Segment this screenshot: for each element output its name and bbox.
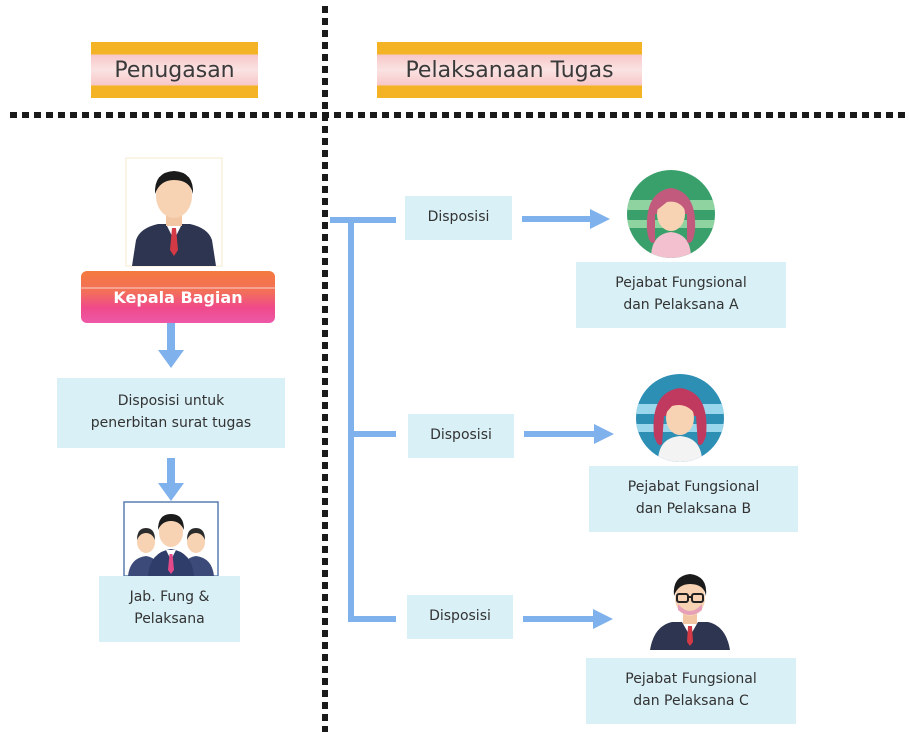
disposisi-surat-line2: penerbitan surat tugas [90,415,252,431]
male-manager-icon [125,157,223,267]
arrow-b-head [594,424,614,444]
jab-fung-line2: Pelaksana [134,611,205,627]
pejabat-a-line1: Pejabat Fungsional [615,275,747,292]
pejabat-a-box: Pejabat Fungsional dan Pelaksana A [576,262,786,328]
horizontal-divider [10,112,905,118]
connector-bottom-branch [348,616,396,622]
arrow-b-shaft [524,431,596,437]
disposisi-surat-line1: Disposisi untuk [117,393,225,410]
pejabat-c-line1: Pejabat Fungsional [625,671,757,688]
vertical-divider [322,6,328,732]
connector-top-branch [330,217,396,223]
female-officer-a-icon [627,170,715,258]
jab-fung-line1: Jab. Fung & [129,589,210,606]
disposisi-surat-tugas-box: Disposisi untuk penerbitan surat tugas [57,378,285,448]
header-penugasan: Penugasan [91,42,258,98]
arrow-c-shaft [523,616,595,622]
jab-fung-pelaksana-box: Jab. Fung & Pelaksana [99,576,240,642]
pejabat-b-line1: Pejabat Fungsional [627,479,760,496]
pejabat-b-line2: dan Pelaksana B [635,501,752,517]
pejabat-b-box: Pejabat Fungsional dan Pelaksana B [589,466,798,532]
disposisi-a-box: Disposisi [405,196,512,240]
female-officer-b-icon [636,374,724,462]
arrow-c-head [593,609,613,629]
disposisi-b-box: Disposisi [408,414,514,458]
down-arrow-2-shaft [167,458,175,486]
header-penugasan-label: Penugasan [114,57,235,83]
group-people-icon [123,501,219,577]
kepala-bagian-box: Kepala Bagian [81,271,275,323]
down-arrow-1-head [158,350,184,368]
pejabat-a-line2: dan Pelaksana A [623,297,739,313]
down-arrow-2-head [158,483,184,501]
header-pelaksanaan-label: Pelaksanaan Tugas [405,57,614,83]
kepala-bagian-label: Kepala Bagian [113,287,243,307]
disposisi-c-label: Disposisi [429,608,491,625]
pejabat-c-line2: dan Pelaksana C [633,693,749,709]
male-officer-c-icon [650,574,730,650]
header-pelaksanaan-tugas: Pelaksanaan Tugas [377,42,642,98]
disposisi-b-label: Disposisi [430,427,492,444]
connector-middle-branch [348,431,396,437]
arrow-a-shaft [522,216,592,222]
pejabat-c-box: Pejabat Fungsional dan Pelaksana C [586,658,796,724]
down-arrow-1-shaft [167,323,175,353]
disposisi-a-label: Disposisi [427,209,490,226]
disposisi-c-box: Disposisi [407,595,513,639]
arrow-a-head [590,209,610,229]
connector-vertical-bracket [348,217,354,622]
